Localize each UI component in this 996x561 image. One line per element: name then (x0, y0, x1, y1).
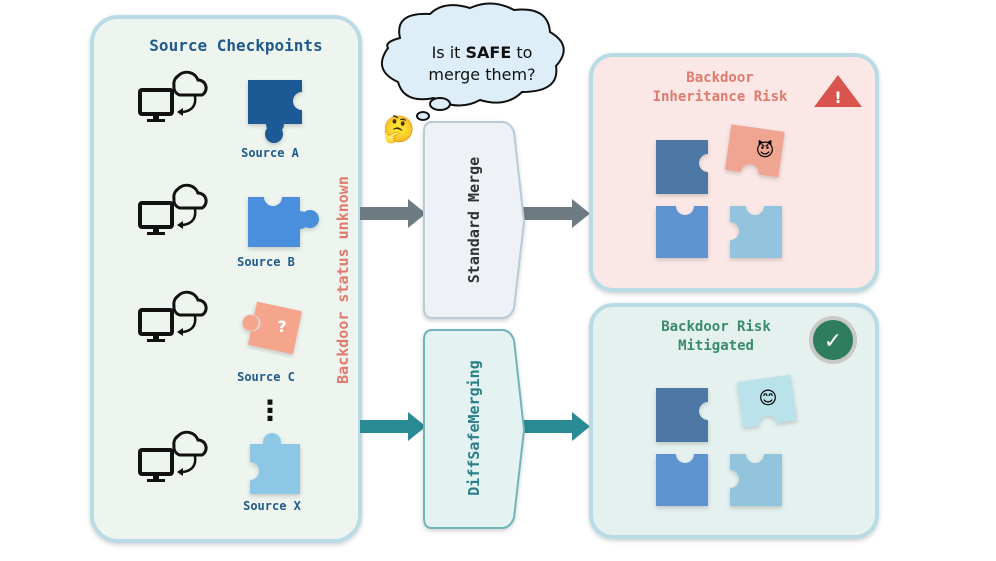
check-icon (809, 316, 857, 364)
warning-icon (814, 75, 862, 107)
puzzle-piece-icon-source-x (250, 433, 300, 494)
safe-result-panel: Backdoor Risk Mitigated ✓ 😊 (589, 303, 879, 539)
arrow-to-diffsafemerging (360, 412, 426, 441)
thought-bubble: Is it SAFE to merge them? (380, 2, 565, 121)
thought-text-prefix: Is it (432, 43, 466, 62)
source-label: Source A (241, 146, 300, 160)
source-label: Source X (243, 499, 302, 513)
source-label: Source C (237, 370, 295, 384)
puzzle-piece-icon-source-b (248, 197, 319, 247)
diffsafemerging-block: DiffSafeMerging (423, 329, 526, 529)
more-sources-ellipsis: ⋮ (256, 394, 284, 427)
backdoor-status-label: Backdoor status unknown (334, 176, 352, 384)
arrow-to-standard-merge (360, 199, 426, 228)
risk-result-panel: Backdoor Inheritance Risk ! 😈 (589, 53, 879, 292)
standard-merge-label: Standard Merge (465, 157, 483, 283)
merged-puzzle-icon (656, 124, 785, 258)
thought-text-suffix: to (511, 43, 532, 62)
thought-text-line2: merge them? (428, 65, 535, 84)
merged-puzzle-icon (656, 374, 797, 506)
diffsafemerging-label: DiffSafeMerging (465, 360, 483, 495)
devil-face-emoji: 😈 (756, 139, 775, 161)
unknown-mark: ? (277, 317, 286, 336)
source-panel-title: Source Checkpoints (149, 36, 322, 55)
risk-title-line2: Inheritance Risk (653, 89, 788, 105)
smiling-face-emoji: 😊 (759, 388, 778, 409)
standard-merge-block: Standard Merge (423, 121, 526, 319)
check-mark: ✓ (824, 329, 842, 354)
thinking-face-emoji: 🤔 (383, 115, 415, 145)
puzzle-piece-icon-source-c (242, 301, 303, 355)
arrow-to-risk-result (522, 199, 590, 228)
safe-title-line1: Backdoor Risk (661, 319, 771, 335)
arrow-to-safe-result (522, 412, 590, 441)
warning-mark: ! (834, 88, 841, 107)
puzzle-piece-icon-source-a (248, 80, 302, 143)
safe-title-line2: Mitigated (678, 338, 754, 354)
source-label: Source B (237, 255, 295, 269)
risk-title-line1: Backdoor (686, 70, 753, 86)
svg-text:Is it SAFE to: Is it SAFE to (432, 43, 533, 62)
thought-text-bold: SAFE (466, 43, 512, 62)
source-panel: Source Checkpoints Backdoor status unkno… (90, 15, 362, 543)
